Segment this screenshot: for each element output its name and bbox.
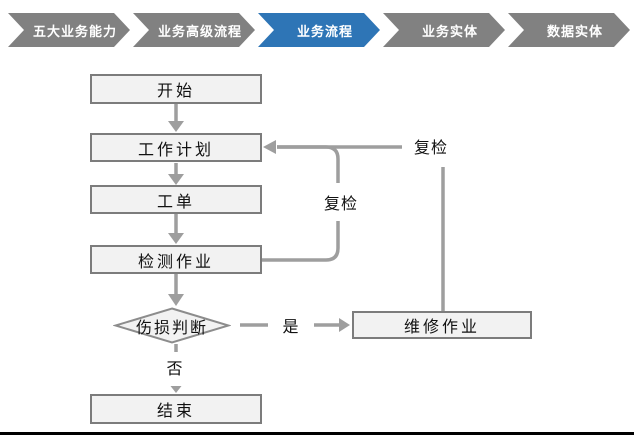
node-start: 开始 [90,74,262,104]
connector-start-to-plan [168,104,184,132]
breadcrumb-step-label: 业务流程 [296,23,353,39]
edge-label-recheck-outer: 复检 [408,131,454,161]
node-label: 开始 [156,83,195,100]
node-work-plan: 工作计划 [90,133,262,162]
node-label: 结束 [156,403,195,420]
connector-recheck-repair-to-plan [263,140,445,311]
connector-decision-yes-to-repair [240,318,350,332]
node-damage-decision: 伤损判断 [113,307,231,344]
node-label: 伤损判断 [135,319,209,337]
node-work-order: 工单 [90,185,262,214]
breadcrumb-step-label: 数据实体 [546,23,603,39]
node-repair-job: 维修作业 [352,311,532,339]
breadcrumb-step-label: 五大业务能力 [32,23,117,39]
breadcrumb-step-business-process[interactable]: 业务流程 [258,13,380,47]
breadcrumb-step-advanced-process[interactable]: 业务高级流程 [133,13,255,47]
breadcrumb-step-five-capabilities[interactable]: 五大业务能力 [8,13,130,47]
node-label: 检测作业 [137,253,214,271]
breadcrumb-step-label: 业务高级流程 [157,23,242,39]
connector-decision-no-to-end [170,344,182,393]
breadcrumb-step-business-entity[interactable]: 业务实体 [383,13,505,47]
connector-plan-to-order [168,163,184,185]
node-end: 结束 [90,394,262,424]
connector-inspection-to-decision [168,274,184,306]
page-bottom-border [0,432,634,435]
breadcrumb: 五大业务能力 业务高级流程 业务流程 业务实体 数据实体 [8,13,630,47]
edge-label-recheck-inner: 复检 [319,183,363,221]
edge-label-yes: 是 [279,312,303,338]
breadcrumb-step-label: 业务实体 [421,23,478,39]
breadcrumb-step-data-entity[interactable]: 数据实体 [508,13,630,47]
node-label: 工单 [156,193,195,211]
node-label: 工作计划 [137,141,214,159]
connector-order-to-inspection [168,214,184,244]
node-label: 维修作业 [403,319,480,336]
decision-diamond-shape [113,307,231,344]
node-inspection-job: 检测作业 [90,245,262,274]
edge-label-no: 否 [163,354,187,380]
